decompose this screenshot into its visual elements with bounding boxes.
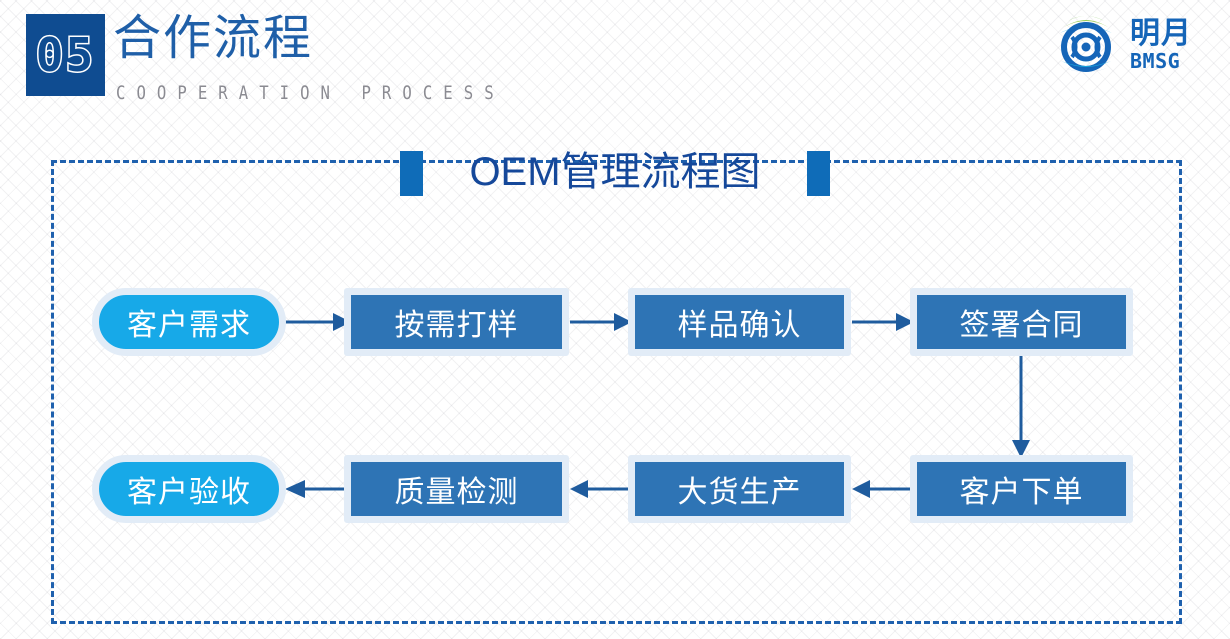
flow-node-sample-confirmation[interactable]: 样品确认 (628, 288, 851, 356)
title-marker-left-icon (400, 150, 424, 196)
flow-node-customer-acceptance[interactable]: 客户验收 (92, 455, 286, 523)
edge-requirement-to-sampling (285, 308, 351, 336)
section-number-text: 05 (34, 27, 96, 84)
edge-order-to-bulk-production (852, 475, 914, 503)
edge-quality-to-acceptance (285, 475, 351, 503)
title-marker-right-icon (806, 150, 830, 196)
flow-node-sampling-on-demand[interactable]: 按需打样 (344, 288, 569, 356)
edge-sample-confirm-to-contract (852, 308, 914, 336)
flow-node-label: 客户需求 (127, 309, 251, 342)
brand-logo: 明月 BMSG (1048, 6, 1218, 84)
edge-bulk-production-to-quality (570, 475, 632, 503)
diagram-title-row: OEM管理流程图 (0, 145, 1230, 201)
flow-node-label: 大货生产 (677, 476, 802, 509)
flow-node-customer-order[interactable]: 客户下单 (910, 455, 1133, 523)
page-title: 合作流程 (113, 12, 314, 65)
brand-name-cn: 明月 (1130, 17, 1192, 50)
flow-node-sign-contract[interactable]: 签署合同 (910, 288, 1133, 356)
page-subtitle: COOPERATION PROCESS (116, 82, 505, 105)
flow-node-customer-requirement[interactable]: 客户需求 (92, 288, 286, 356)
diagram-title: OEM管理流程图 (469, 149, 761, 194)
flow-node-label: 客户验收 (127, 476, 251, 509)
edge-sampling-to-sample-confirm (570, 308, 632, 336)
diagram-frame (51, 160, 1182, 624)
slide-header: 05 合作流程 COOPERATION PROCESS 明月 BMSG (0, 0, 1230, 118)
flow-node-quality-inspection[interactable]: 质量检测 (344, 455, 569, 523)
edge-contract-to-order (1007, 352, 1035, 458)
flow-node-label: 质量检测 (394, 476, 519, 509)
brand-logo-text: 明月 BMSG (1130, 17, 1192, 73)
flow-node-bulk-production[interactable]: 大货生产 (628, 455, 851, 523)
brand-name-en: BMSG (1130, 49, 1181, 73)
flow-node-label: 按需打样 (394, 309, 519, 342)
globe-emblem-icon (1060, 16, 1112, 77)
flow-node-label: 签署合同 (959, 309, 1084, 342)
flow-node-label: 客户下单 (959, 476, 1084, 509)
section-number-badge: 05 (26, 14, 105, 96)
flow-node-label: 样品确认 (677, 309, 802, 342)
